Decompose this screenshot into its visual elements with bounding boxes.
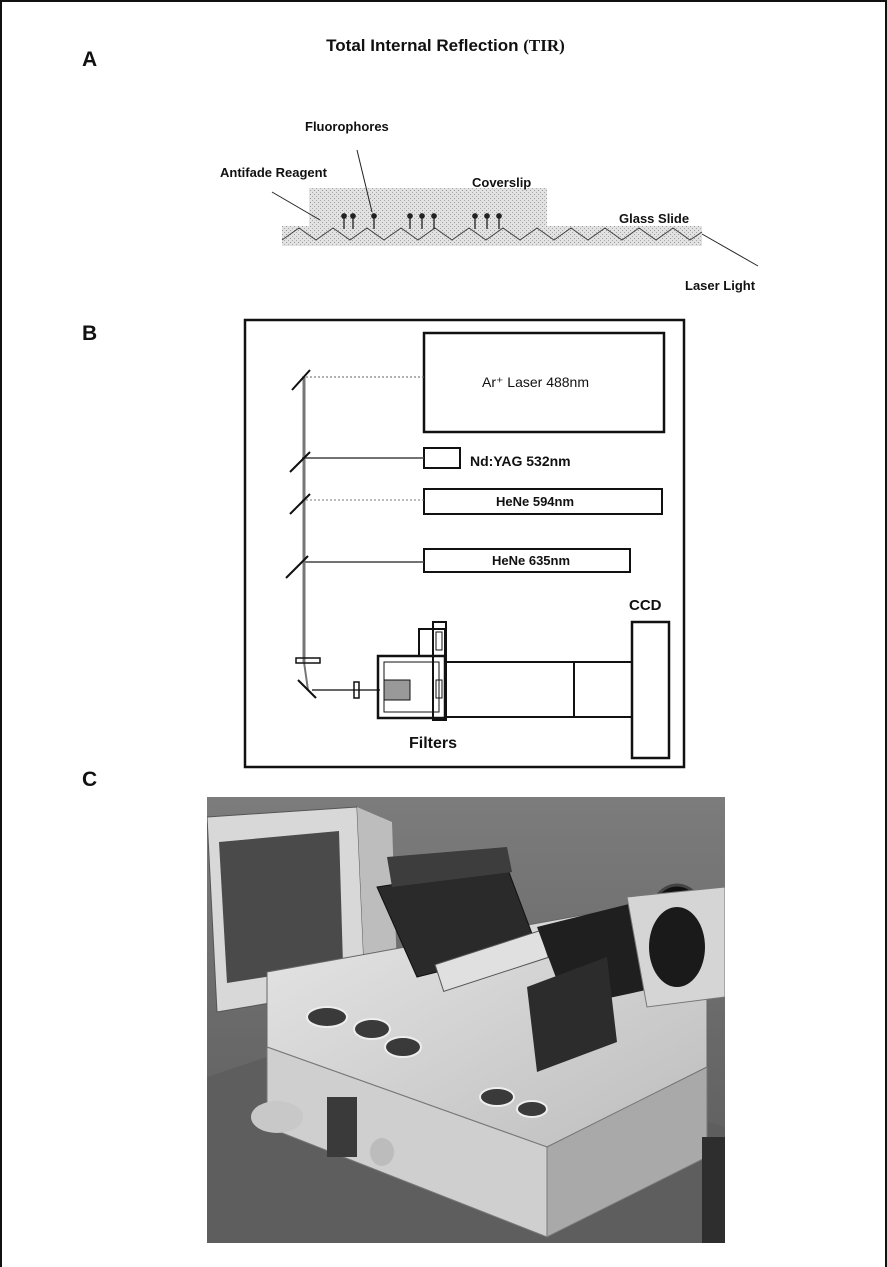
label-filters: Filters bbox=[409, 735, 457, 753]
speaker bbox=[327, 1097, 357, 1157]
cabinet bbox=[702, 1137, 725, 1243]
mirror bbox=[292, 370, 310, 390]
mirror bbox=[290, 452, 310, 472]
label-ndyag: Nd:YAG 532nm bbox=[470, 453, 571, 469]
lens bbox=[296, 658, 320, 663]
label-glass-slide: Glass Slide bbox=[619, 211, 689, 226]
ccd-box bbox=[632, 622, 669, 758]
tube-2 bbox=[574, 662, 632, 717]
label-laser-light: Laser Light bbox=[685, 278, 755, 293]
coverslip-layer bbox=[309, 188, 547, 226]
label-fluorophores: Fluorophores bbox=[305, 119, 389, 134]
laser-light-leader bbox=[702, 234, 758, 266]
objective bbox=[384, 680, 410, 700]
mouse bbox=[251, 1101, 303, 1133]
label-hene635: HeNe 635nm bbox=[492, 553, 570, 568]
laser-setup-schematic bbox=[245, 320, 684, 767]
label-hene594: HeNe 594nm bbox=[496, 494, 574, 509]
photo-rendering bbox=[207, 797, 725, 1243]
mirror bbox=[290, 494, 310, 514]
label-ar-laser: Ar⁺ Laser 488nm bbox=[482, 374, 589, 391]
speaker-cone bbox=[370, 1138, 394, 1166]
label-coverslip: Coverslip bbox=[472, 175, 531, 190]
filter-insert bbox=[436, 632, 442, 650]
ndyag-laser-box bbox=[424, 448, 460, 468]
schematic-frame bbox=[245, 320, 684, 767]
tube-1 bbox=[446, 662, 574, 717]
label-ccd: CCD bbox=[629, 597, 662, 614]
setup-photo bbox=[207, 797, 725, 1243]
label-antifade: Antifade Reagent bbox=[220, 165, 327, 180]
